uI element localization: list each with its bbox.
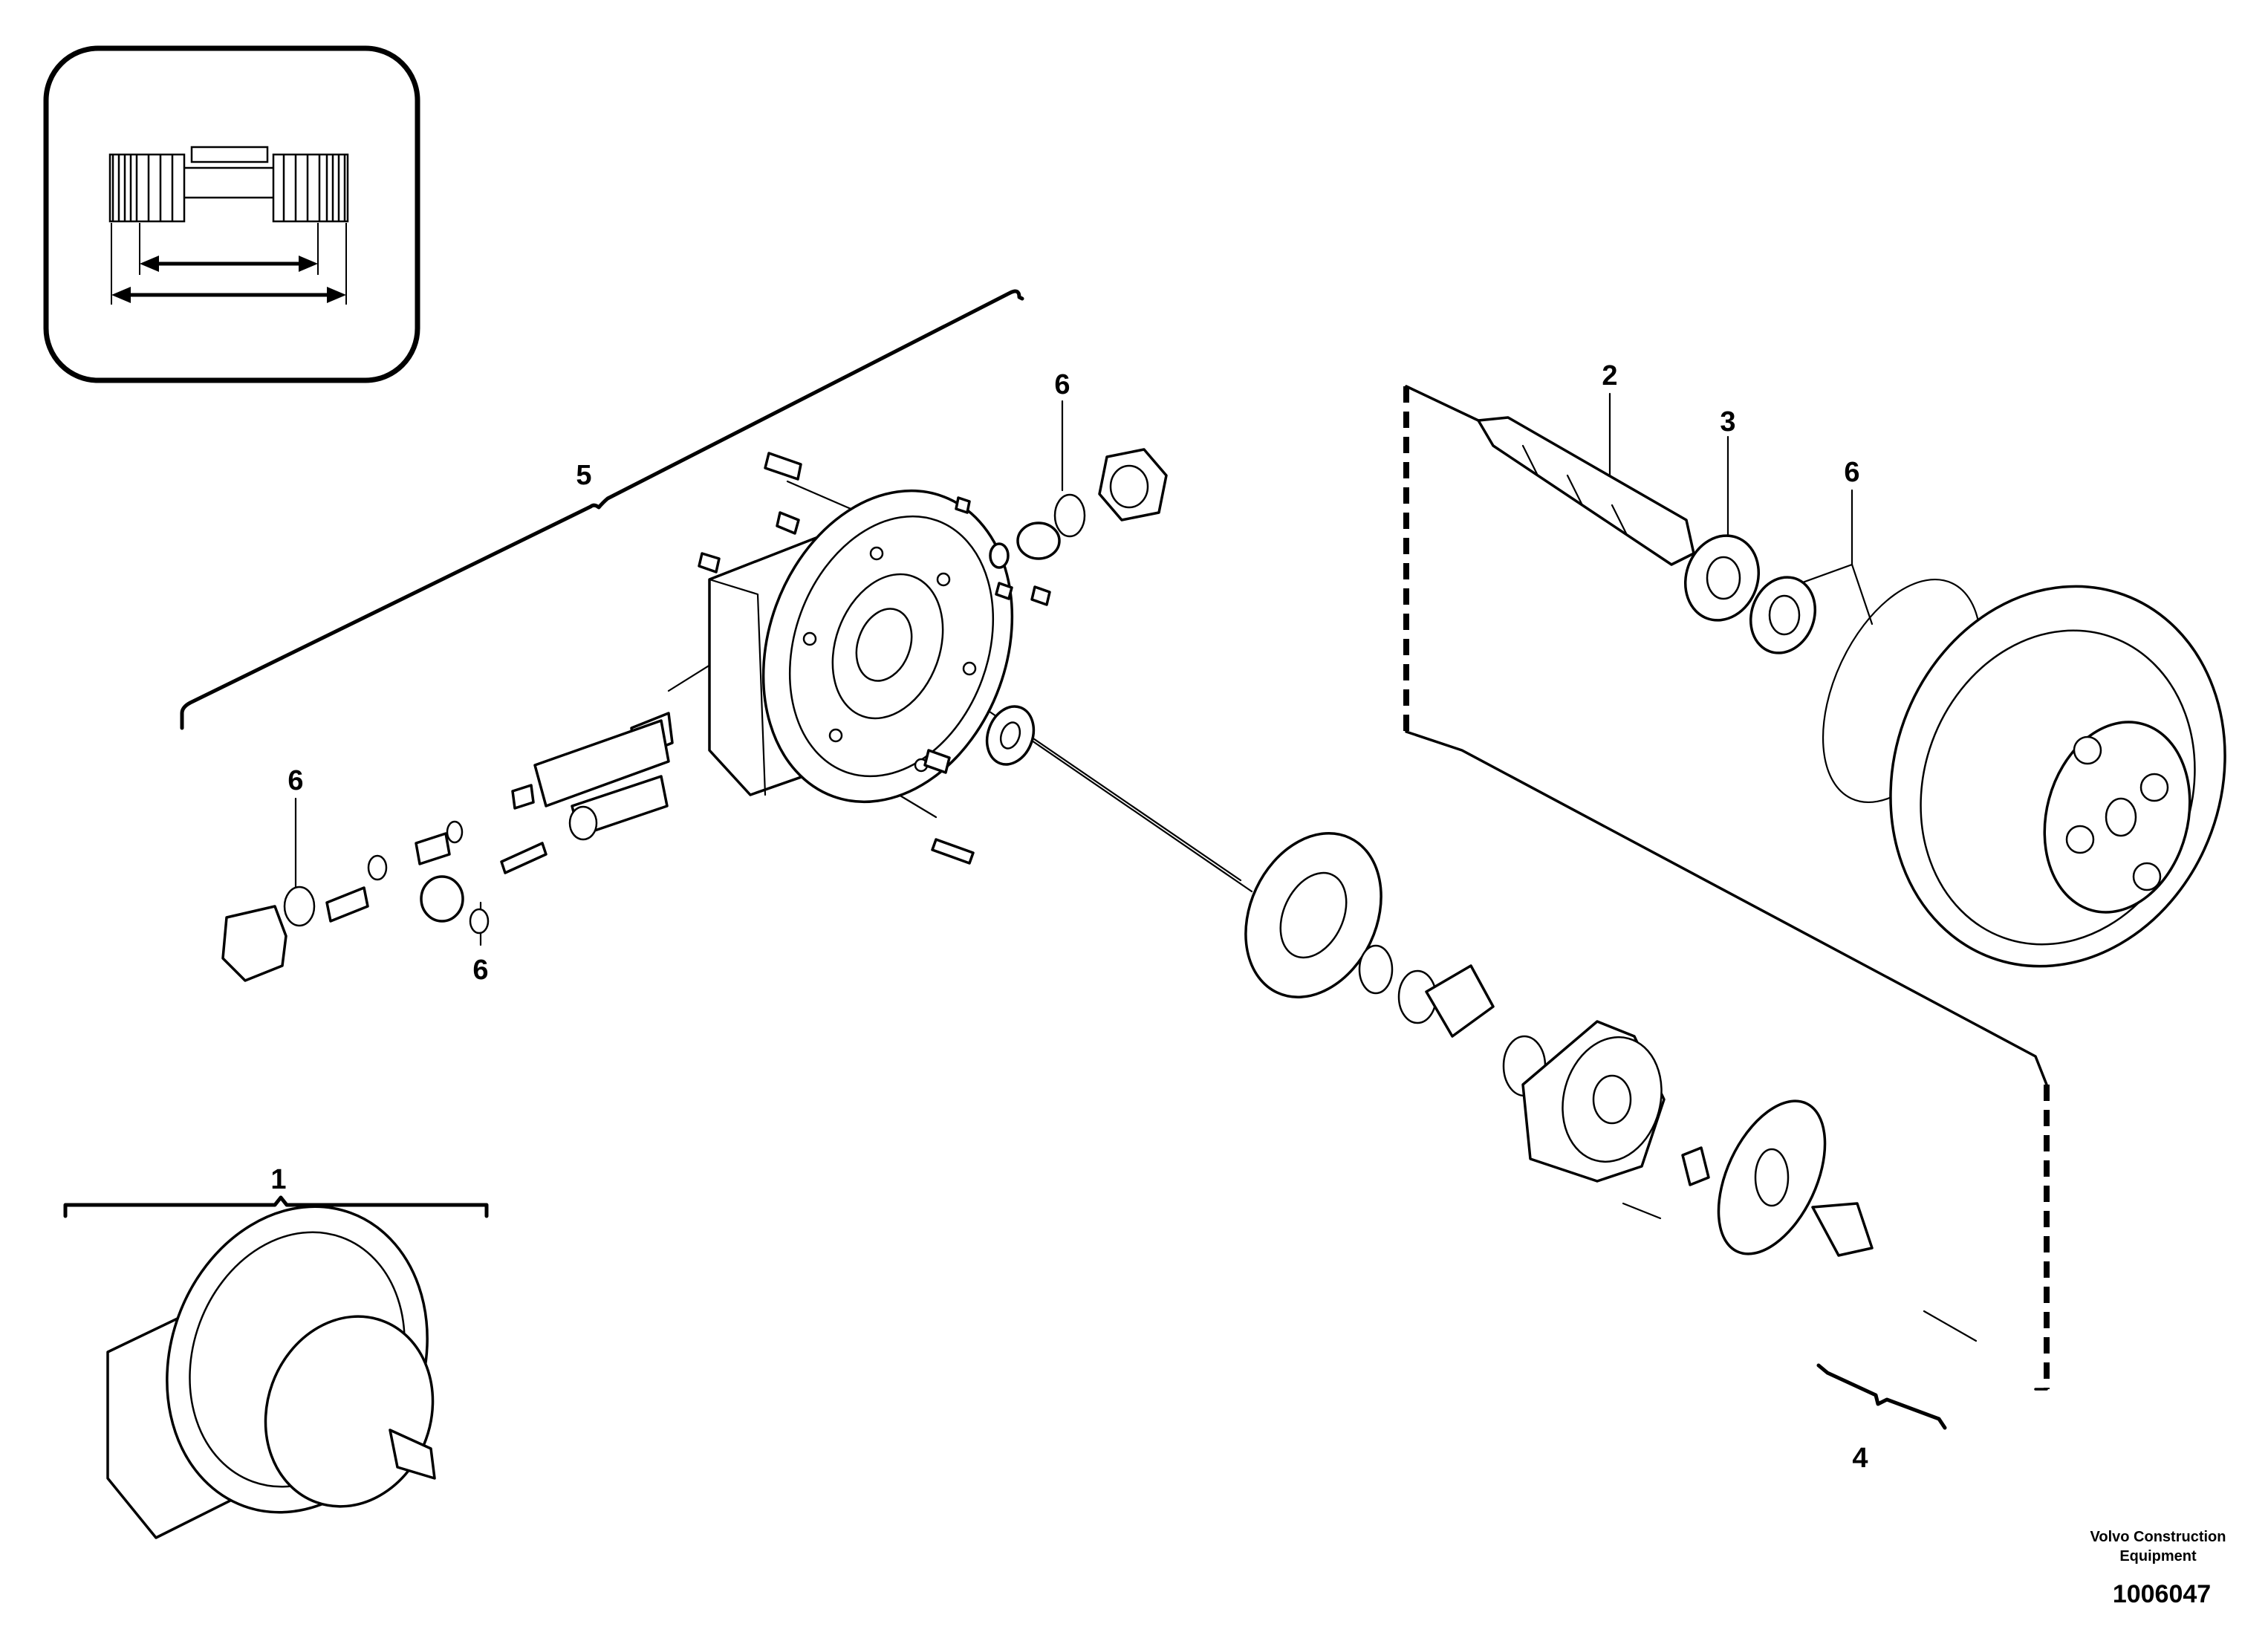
drive-shaft [1477,416,1695,566]
orientation-inset [43,45,420,383]
credit-line-1: Volvo Construction [2090,1529,2226,1545]
dimension-arrows [111,223,347,305]
bracket-1 [63,1195,489,1218]
callout-6-right: 6 [1844,457,1859,488]
callout-6-mid: 6 [472,955,488,986]
rotating-group [985,705,1874,1257]
bracket-5 [180,289,1024,730]
callout-2: 2 [1602,360,1617,391]
bearing-3 [1683,534,1761,622]
footer: Volvo Construction Equipment 1006047 [2090,1529,2226,1608]
motor-housing [1889,585,2226,968]
callout-3: 3 [1720,406,1735,438]
callout-5: 5 [576,460,591,491]
kit-boundary [1403,385,2050,1391]
callout-1: 1 [270,1164,286,1195]
document-number: 1006047 [2113,1580,2211,1608]
spool-valve-assembly [221,712,674,982]
housing-fasteners [698,452,1051,865]
callout-6-left: 6 [287,765,303,796]
track-icon [108,146,349,223]
bracket-4 [1816,1363,1947,1430]
callout-6-top: 6 [1054,369,1070,400]
top-relief-valve [989,448,1168,569]
callout-4: 4 [1852,1443,1868,1474]
assembled-motor [106,1205,436,1539]
credit-line-2: Equipment [2119,1548,2197,1564]
bearing-and-seal-6 [1749,576,1982,804]
motor-head-housing [708,489,1014,804]
callout-labels: 1 2 3 4 5 6 6 6 6 [270,360,1868,1474]
